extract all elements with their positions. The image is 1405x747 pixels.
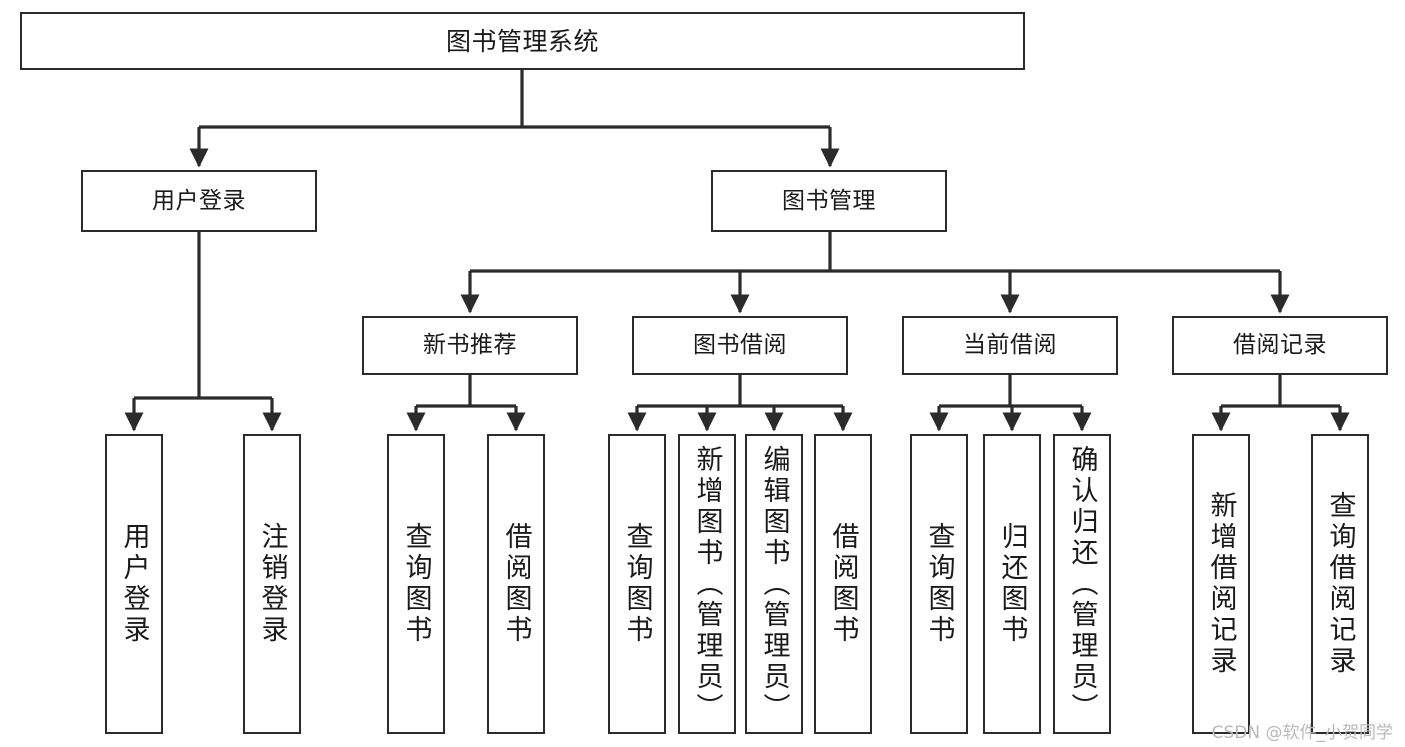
node-book-borrow-label: 图书借阅 (693, 332, 787, 358)
node-user-login-label: 用户登录 (152, 187, 246, 214)
node-leaf-user-login[interactable]: 用户登录 (105, 434, 163, 734)
node-leaf-add-book[interactable]: 新增图书（管理员） (678, 434, 736, 734)
node-leaf-user-logout-label: 注销登录 (256, 522, 288, 646)
node-leaf-return-book-label: 归还图书 (996, 522, 1028, 646)
node-current-borrow[interactable]: 当前借阅 (902, 316, 1118, 375)
node-leaf-confirm-return[interactable]: 确认归还（管理员） (1053, 434, 1111, 734)
watermark-label: CSDN @软件_小贺同学 (1211, 723, 1393, 743)
node-book-manage-label: 图书管理 (782, 187, 876, 214)
node-leaf-user-logout[interactable]: 注销登录 (243, 434, 301, 734)
node-leaf-add-book-label: 新增图书（管理员） (691, 444, 723, 724)
node-leaf-query-book-2[interactable]: 查询图书 (608, 434, 666, 734)
node-leaf-query-book-2-label: 查询图书 (621, 522, 653, 646)
node-leaf-confirm-return-label: 确认归还（管理员） (1066, 444, 1098, 724)
node-leaf-query-record-label: 查询借阅记录 (1324, 491, 1356, 677)
node-leaf-borrow-book-1-label: 借阅图书 (500, 522, 532, 646)
node-leaf-query-book-3[interactable]: 查询图书 (910, 434, 968, 734)
node-current-borrow-label: 当前借阅 (963, 332, 1057, 358)
node-borrow-record[interactable]: 借阅记录 (1172, 316, 1388, 375)
node-leaf-borrow-book-2-label: 借阅图书 (827, 522, 859, 646)
node-root-label: 图书管理系统 (445, 26, 599, 56)
node-leaf-borrow-book-1[interactable]: 借阅图书 (487, 434, 545, 734)
node-borrow-record-label: 借阅记录 (1233, 332, 1327, 358)
node-user-login[interactable]: 用户登录 (81, 170, 317, 232)
node-leaf-borrow-book-2[interactable]: 借阅图书 (814, 434, 872, 734)
node-book-borrow[interactable]: 图书借阅 (632, 316, 848, 375)
node-leaf-edit-book[interactable]: 编辑图书（管理员） (745, 434, 803, 734)
node-leaf-query-record[interactable]: 查询借阅记录 (1311, 434, 1369, 734)
node-leaf-user-login-label: 用户登录 (118, 522, 150, 646)
node-leaf-edit-book-label: 编辑图书（管理员） (758, 444, 790, 724)
node-leaf-query-book-1-label: 查询图书 (400, 522, 432, 646)
node-leaf-add-record[interactable]: 新增借阅记录 (1192, 434, 1250, 734)
node-root[interactable]: 图书管理系统 (20, 12, 1025, 70)
node-new-book-rec-label: 新书推荐 (423, 332, 517, 358)
node-leaf-return-book[interactable]: 归还图书 (983, 434, 1041, 734)
node-leaf-add-record-label: 新增借阅记录 (1205, 491, 1237, 677)
node-new-book-rec[interactable]: 新书推荐 (362, 316, 578, 375)
node-book-manage[interactable]: 图书管理 (711, 170, 947, 232)
node-leaf-query-book-1[interactable]: 查询图书 (387, 434, 445, 734)
node-leaf-query-book-3-label: 查询图书 (923, 522, 955, 646)
